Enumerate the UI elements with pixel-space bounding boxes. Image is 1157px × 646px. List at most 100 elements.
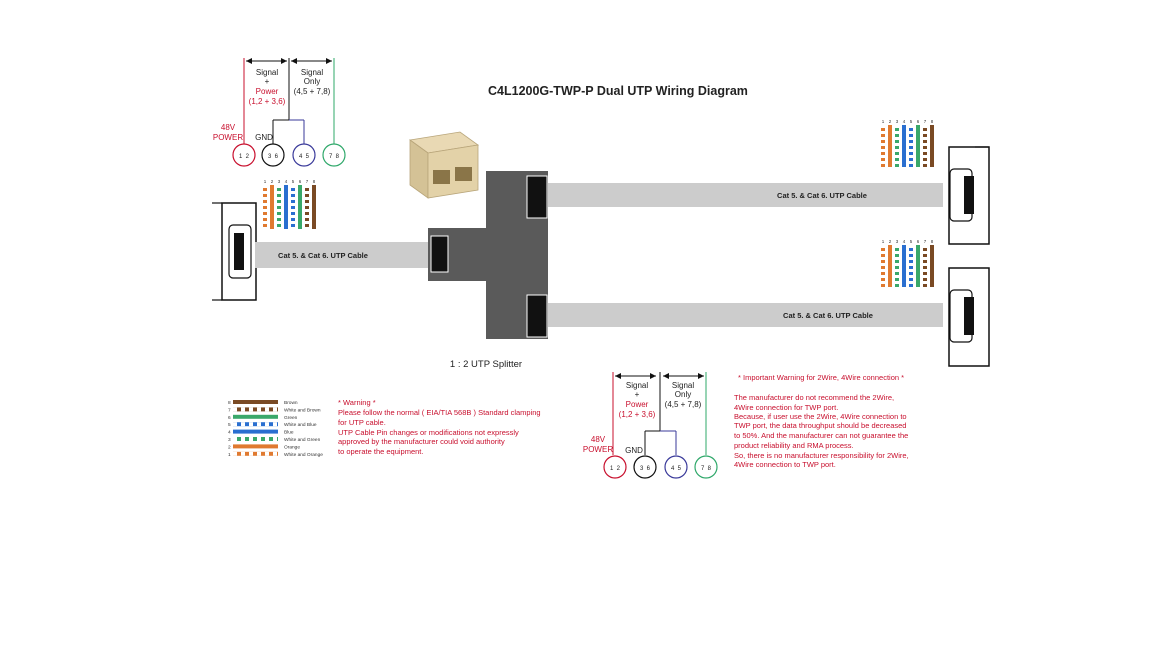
- important-warning-line-7: So, there is no manufacturer responsibil…: [734, 451, 909, 460]
- strip-wire-stripe: [291, 203, 295, 206]
- legend-number: 8: [228, 400, 231, 406]
- strip-wire-stripe: [895, 155, 899, 158]
- strip-wire-stripe: [291, 227, 295, 230]
- strip-wire-stripe: [909, 149, 913, 152]
- strip-wire-stripe: [881, 251, 885, 254]
- strip-wire-stripe: [923, 263, 927, 266]
- pin-label-45: 4 5: [299, 154, 310, 160]
- strip-wire-stripe: [923, 281, 927, 284]
- signal-only-line2: Only: [304, 77, 320, 86]
- signal-power-line4: (1,2 + 3,6): [249, 97, 286, 106]
- strip-wire-stripe: [881, 125, 885, 128]
- strip-wire-stripe: [895, 251, 899, 254]
- pin-label-36: 3 6: [268, 154, 279, 160]
- strip-wire-stripe: [923, 137, 927, 140]
- important-warning-line-8: 4Wire connection to TWP port.: [734, 460, 836, 469]
- strip-wire-stripe: [291, 197, 295, 200]
- legend-swatch-stripe: [241, 407, 245, 412]
- diagram-title: C4L1200G-TWP-P Dual UTP Wiring Diagram: [488, 84, 748, 98]
- warning-line-3: UTP Cable Pin changes or modifications n…: [338, 428, 519, 437]
- b-signal-only-line1: Signal: [672, 381, 694, 390]
- strip-wire-stripe: [881, 275, 885, 278]
- pin-circle-36: [261, 143, 285, 167]
- strip-wire: [916, 245, 920, 287]
- legend-label: Green: [284, 415, 298, 421]
- strip-wire-stripe: [881, 131, 885, 134]
- output-cable-bottom-label: Cat 5. & Cat 6. UTP Cable: [783, 311, 873, 320]
- strip-wire-stripe: [277, 227, 281, 230]
- strip-pin-number: 7: [924, 119, 927, 124]
- strip-wire: [902, 125, 906, 167]
- strip-pin-number: 5: [910, 239, 913, 244]
- strip-wire-stripe: [305, 203, 309, 206]
- strip-wire-stripe: [895, 263, 899, 266]
- strip-wire-stripe: [277, 209, 281, 212]
- strip-wire: [263, 185, 267, 229]
- strip-pin-number: 8: [931, 119, 934, 124]
- strip-wire-stripe: [909, 269, 913, 272]
- b-signal-only-line2: Only: [675, 390, 691, 399]
- strip-wire-stripe: [895, 161, 899, 164]
- strip-wire-stripe: [923, 149, 927, 152]
- strip-wire: [298, 185, 302, 229]
- strip-wire-stripe: [923, 257, 927, 260]
- strip-wire-stripe: [305, 191, 309, 194]
- strip-pin-number: 4: [903, 119, 906, 124]
- coupler-image: [408, 131, 480, 199]
- legend-swatch-stripe: [265, 451, 269, 456]
- strip-pin-number: 1: [882, 119, 885, 124]
- pin-circle-45: [292, 143, 316, 167]
- strip-wire-stripe: [895, 125, 899, 128]
- legend-swatch-stripe: [233, 422, 237, 427]
- legend-swatch-stripe: [257, 451, 261, 456]
- important-warning-line-5: to 50%. And the manufacturer can not gua…: [734, 431, 908, 440]
- strip-wire-stripe: [909, 263, 913, 266]
- strip-wire-stripe: [895, 245, 899, 248]
- signal-power-line3: Power: [256, 87, 279, 96]
- b-power-label-power: POWER: [583, 445, 613, 454]
- legend-label: White and Orange: [284, 452, 323, 458]
- legend-label: White and Blue: [284, 422, 317, 428]
- strip-wire-stripe: [305, 215, 309, 218]
- strip-wire-stripe: [263, 185, 267, 188]
- splitter-label: 1 : 2 UTP Splitter: [450, 359, 522, 370]
- strip-wire-stripe: [881, 281, 885, 284]
- strip-wire-stripe: [881, 263, 885, 266]
- strip-pin-number: 7: [924, 239, 927, 244]
- legend-label: Brown: [284, 400, 298, 406]
- important-warning-line-2: 4Wire connection for TWP port.: [734, 403, 838, 412]
- legend-swatch-stripe: [241, 422, 245, 427]
- legend-swatch-stripe: [257, 422, 261, 427]
- strip-wire: [305, 185, 309, 229]
- strip-wire-stripe: [277, 191, 281, 194]
- legend-label: White and Brown: [284, 407, 321, 413]
- signal-only-line3: (4,5 + 7,8): [294, 87, 331, 96]
- output-cable-top: [548, 183, 943, 207]
- legend-swatch-stripe: [273, 437, 277, 441]
- important-warning-line-4: TWP port, the data throughput should be …: [734, 421, 906, 430]
- strip-wire-stripe: [895, 149, 899, 152]
- power-label-power: POWER: [213, 133, 243, 142]
- strip-wire-stripe: [881, 245, 885, 248]
- pinout-top: Signal + Power (1,2 + 3,6) Signal Only (…: [213, 58, 346, 167]
- strip-wire-stripe: [923, 143, 927, 146]
- warning-block: * Warning * Please follow the normal ( E…: [338, 398, 541, 456]
- warning-title: * Warning *: [338, 398, 376, 407]
- legend-swatch-stripe: [273, 451, 277, 456]
- strip-pin-number: 8: [313, 179, 316, 184]
- pin-label-78: 7 8: [329, 154, 340, 160]
- strip-wire-stripe: [291, 185, 295, 188]
- warning-line-1: Please follow the normal ( EIA/TIA 568B …: [338, 408, 541, 417]
- strip-wire-stripe: [277, 221, 281, 224]
- legend-label: Orange: [284, 444, 300, 450]
- strip-wire-stripe: [305, 185, 309, 188]
- strip-wire-stripe: [909, 245, 913, 248]
- b-pin-circle-78: [694, 455, 718, 479]
- strip-pin-number: 3: [896, 239, 899, 244]
- strip-wire-stripe: [881, 257, 885, 260]
- strip-wire-stripe: [909, 281, 913, 284]
- legend-swatch-stripe: [273, 422, 277, 427]
